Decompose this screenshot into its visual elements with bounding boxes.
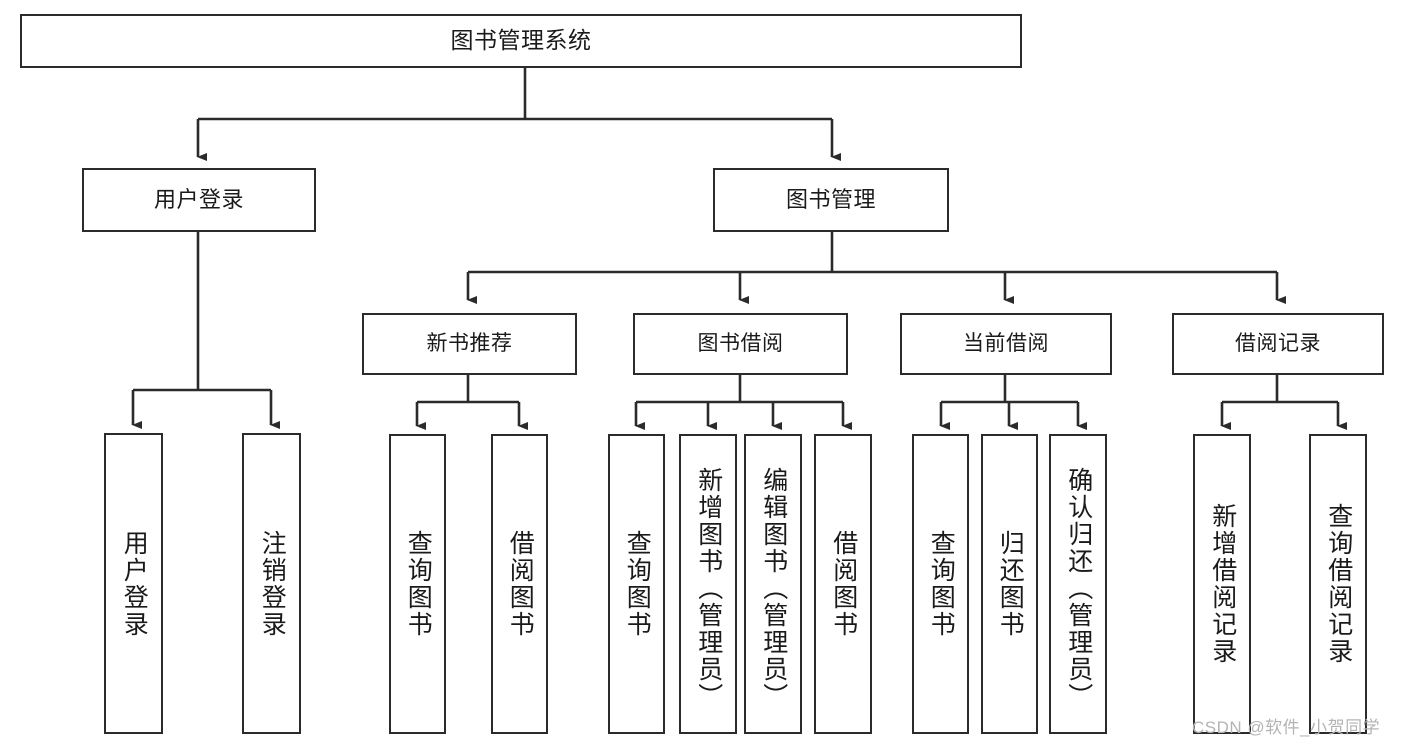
node-leaf-label: 确认归还（管理员） xyxy=(1064,466,1093,710)
node-current-borrow[interactable]: 当前借阅 xyxy=(900,313,1112,375)
node-leaf-borrowrecord-query-record[interactable]: 查询借阅记录 xyxy=(1309,434,1367,734)
node-leaf-currentborrow-query-book[interactable]: 查询图书 xyxy=(912,434,969,734)
node-leaf-label: 注销登录 xyxy=(258,529,287,638)
node-leaf-newbook-borrow-book[interactable]: 借阅图书 xyxy=(491,434,548,734)
node-leaf-label: 借阅图书 xyxy=(829,530,858,638)
node-leaf-label: 查询图书 xyxy=(623,530,652,638)
node-leaf-bookborrow-borrow-book[interactable]: 借阅图书 xyxy=(814,434,872,734)
node-book-borrow[interactable]: 图书借阅 xyxy=(633,313,848,375)
node-leaf-currentborrow-confirm-return[interactable]: 确认归还（管理员） xyxy=(1049,434,1107,734)
node-leaf-newbook-query-book[interactable]: 查询图书 xyxy=(389,434,446,734)
node-leaf-bookborrow-edit-book[interactable]: 编辑图书（管理员） xyxy=(744,434,802,734)
node-root-system[interactable]: 图书管理系统 xyxy=(20,14,1022,68)
node-leaf-bookborrow-add-book[interactable]: 新增图书（管理员） xyxy=(679,434,737,734)
node-leaf-bookborrow-query-book[interactable]: 查询图书 xyxy=(608,434,665,734)
node-leaf-user-login-signout[interactable]: 注销登录 xyxy=(242,433,301,734)
node-current-borrow-label: 当前借阅 xyxy=(963,331,1049,355)
node-book-management-label: 图书管理 xyxy=(785,187,876,213)
node-leaf-label: 查询图书 xyxy=(404,530,433,638)
node-user-login[interactable]: 用户登录 xyxy=(82,168,316,232)
node-leaf-label: 新增图书（管理员） xyxy=(694,466,723,710)
node-leaf-label: 新增借阅记录 xyxy=(1208,503,1237,665)
node-leaf-label: 归还图书 xyxy=(996,530,1025,638)
node-leaf-label: 编辑图书（管理员） xyxy=(759,466,788,710)
node-user-login-label: 用户登录 xyxy=(153,187,244,213)
node-new-book-recommend[interactable]: 新书推荐 xyxy=(362,313,577,375)
node-leaf-label: 查询借阅记录 xyxy=(1324,503,1353,665)
node-borrow-record[interactable]: 借阅记录 xyxy=(1172,313,1384,375)
node-leaf-borrowrecord-add-record[interactable]: 新增借阅记录 xyxy=(1193,434,1251,734)
node-leaf-label: 借阅图书 xyxy=(506,530,535,638)
node-leaf-label: 查询图书 xyxy=(927,530,956,638)
node-leaf-currentborrow-return-book[interactable]: 归还图书 xyxy=(981,434,1038,734)
node-leaf-user-login-signin[interactable]: 用户登录 xyxy=(104,433,163,734)
node-leaf-label: 用户登录 xyxy=(120,529,149,638)
node-book-management[interactable]: 图书管理 xyxy=(713,168,949,232)
node-borrow-record-label: 借阅记录 xyxy=(1235,331,1321,355)
node-book-borrow-label: 图书借阅 xyxy=(697,331,784,355)
node-new-book-recommend-label: 新书推荐 xyxy=(426,331,513,355)
node-root-label: 图书管理系统 xyxy=(450,27,592,54)
